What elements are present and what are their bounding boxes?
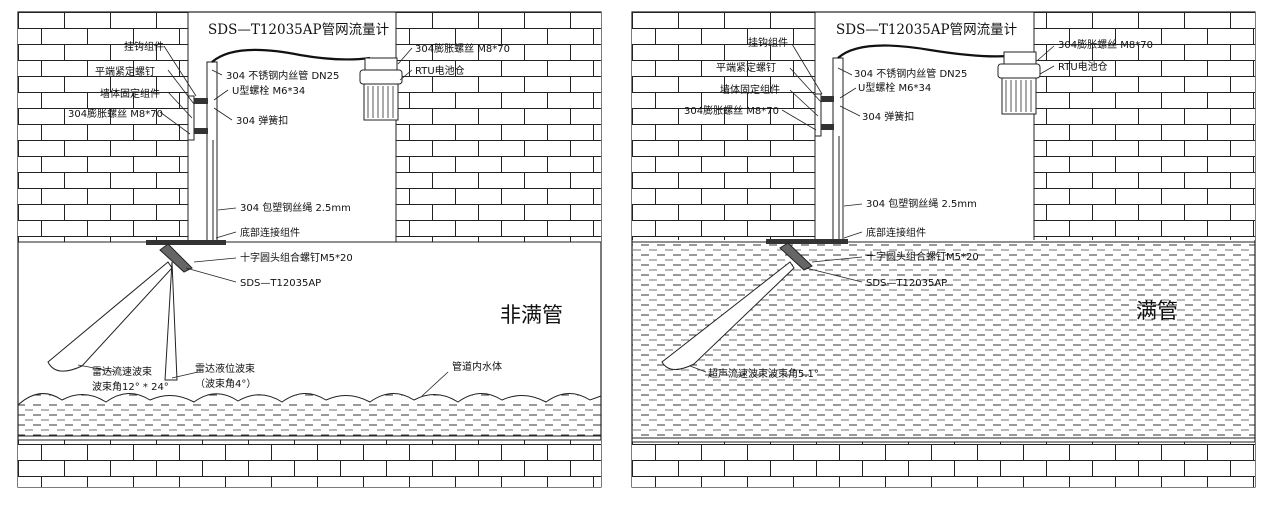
left-label-radar-speed-1: 雷达流速波束 [92,365,152,378]
left-label-radar-level-2: （波束角4°） [195,377,256,390]
right-label-pipe: 304 不锈钢内丝管 DN25 [854,67,967,80]
left-bottom-plate [146,240,226,245]
left-sensor-body [159,243,193,273]
right-mount-pole [832,57,844,241]
right-label-cross-screw: 十字圆头组合螺钉M5*20 [866,250,979,263]
left-label-bottom: 底部连接组件 [240,226,300,239]
left-floor-bricks [18,440,601,487]
left-cable [211,48,371,63]
left-label-hook: 挂钩组件 [124,40,164,53]
left-label-radar-level-1: 雷达液位波束 [195,362,255,375]
left-radar-level-beam [164,261,178,381]
right-ultrasonic-beam [661,261,795,370]
left-wall-bracket [187,95,195,141]
right-label-rtu: RTU电池仓 [1058,60,1108,73]
right-label-ultrasonic: 超声流速波束波束角5.1° [708,367,819,380]
right-floor-bricks [632,442,1255,487]
left-label-rtu-bolt: 304膨胀螺丝 M8*70 [415,42,510,55]
right-label-sensor: SDS—T12035AP [866,278,947,289]
left-rtu-box [359,57,403,121]
right-wall-left [632,12,815,240]
right-label-rtu-bolt: 304膨胀螺丝 M8*70 [1058,38,1153,51]
left-label-flat-screw: 平端紧定螺钉 [95,65,155,78]
left-wall-right [396,12,601,242]
left-title: SDS—T12035AP管网流量计 [208,22,389,38]
left-state-label: 非满管 [500,303,563,327]
right-label-wall-fix: 墙体固定组件 [720,83,780,96]
left-label-spring: 304 弹簧扣 [236,114,288,127]
right-wall-right [1034,12,1255,240]
left-label-wire: 304 包塑钢丝绳 2.5mm [240,201,351,214]
left-label-pipe: 304 不锈钢内丝管 DN25 [226,69,339,82]
right-rtu-box [997,51,1041,115]
right-label-wire: 304 包塑钢丝绳 2.5mm [866,197,977,210]
left-label-u-bolt: U型螺栓 M6*34 [232,84,305,97]
right-label-expansion-bolt: 304膨胀螺丝 M8*70 [684,104,779,117]
right-label-spring: 304 弹簧扣 [862,110,914,123]
right-cable [837,44,1009,59]
right-wall-bracket [814,93,822,137]
left-panel: SDS—T12035AP管网流量计 挂钩组件 平端紧定螺钉 墙体固定组件 304… [17,11,602,488]
right-state-label: 满管 [1136,299,1178,323]
right-label-flat-screw: 平端紧定螺钉 [716,61,776,74]
right-label-hook: 挂钩组件 [748,36,788,49]
right-title: SDS—T12035AP管网流量计 [836,22,1017,38]
left-label-radar-speed-2: 波束角12° * 24° [92,380,169,393]
left-label-water: 管道内水体 [452,360,502,373]
left-label-sensor: SDS—T12035AP [240,278,321,289]
left-label-cross-screw: 十字圆头组合螺钉M5*20 [240,251,353,264]
left-label-expansion-bolt: 304膨胀螺丝 M8*70 [68,107,163,120]
right-label-u-bolt: U型螺栓 M6*34 [858,81,931,94]
left-label-rtu: RTU电池仓 [415,64,465,77]
left-wall-left [18,12,188,242]
right-bottom-plate [766,239,848,244]
right-label-bottom: 底部连接组件 [866,226,926,239]
right-panel: SDS—T12035AP管网流量计 挂钩组件 平端紧定螺钉 墙体固定组件 304… [631,11,1256,488]
right-sensor-body [779,242,813,271]
left-label-wall-fix: 墙体固定组件 [100,87,160,100]
left-mount-pole [206,61,218,243]
